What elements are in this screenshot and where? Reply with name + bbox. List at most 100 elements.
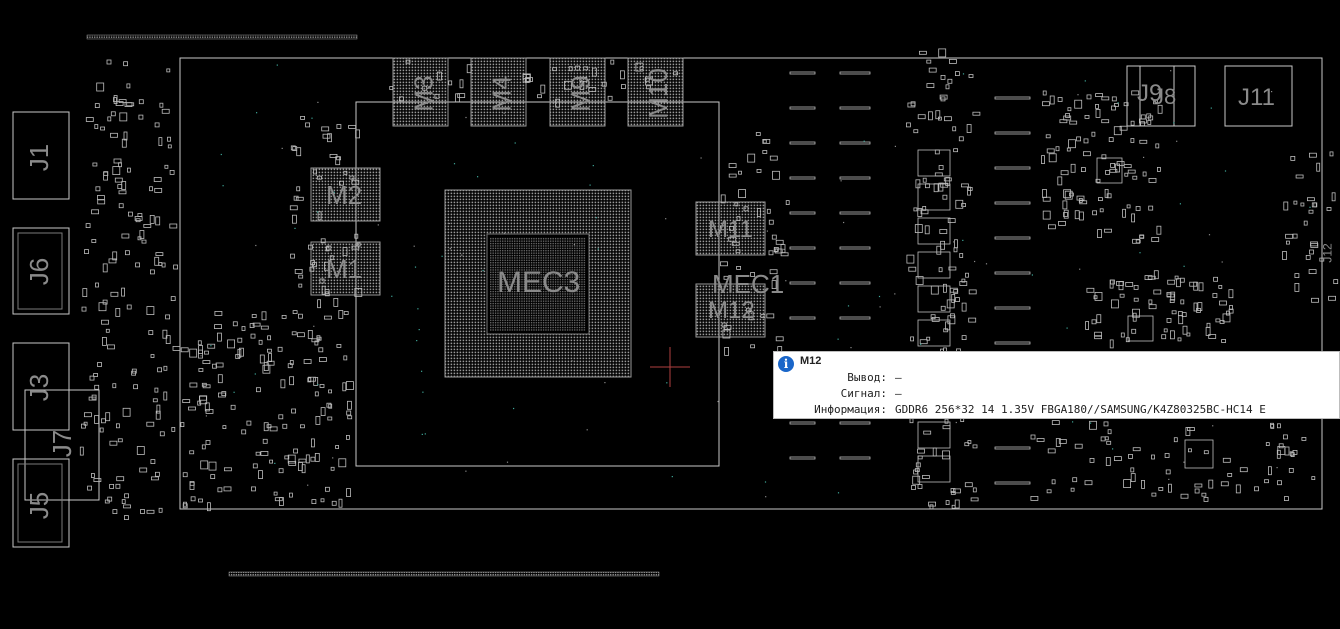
connector-j3[interactable] — [12, 342, 70, 431]
smd-part — [769, 155, 778, 161]
smd-part — [943, 328, 949, 333]
smd-part — [1180, 299, 1185, 305]
smd-part — [110, 111, 116, 117]
memory-chip-m2[interactable] — [310, 167, 381, 222]
smd-part — [155, 252, 164, 257]
via — [417, 308, 419, 310]
connector-j8[interactable] — [1139, 65, 1196, 127]
smd-part — [1126, 204, 1131, 209]
smd-part — [1076, 195, 1085, 201]
smd-part — [246, 420, 252, 426]
smd-part — [942, 450, 950, 460]
smd-part — [1091, 319, 1097, 325]
smd-part — [1292, 233, 1298, 239]
memory-chip-m9[interactable] — [549, 57, 606, 127]
smd-part — [1215, 318, 1221, 323]
smd-part — [307, 329, 313, 339]
smd-part — [1288, 467, 1294, 473]
smd-part — [1198, 282, 1204, 292]
smd-part — [167, 144, 172, 149]
smd-part — [1309, 152, 1317, 158]
smd-part — [564, 80, 572, 90]
smd-part — [769, 269, 778, 275]
smd-part — [1277, 423, 1281, 429]
smd-part — [1058, 220, 1066, 226]
smd-part — [1153, 270, 1159, 280]
smd-part — [1147, 120, 1152, 125]
smd-part — [116, 476, 125, 482]
via — [281, 147, 283, 149]
connector-j1[interactable] — [12, 111, 70, 200]
smd-part — [1194, 488, 1200, 494]
smd-part — [457, 93, 466, 98]
smd-part — [1104, 436, 1109, 441]
smd-part — [322, 133, 331, 139]
smd-part — [89, 375, 95, 381]
smd-part — [1135, 239, 1141, 244]
smd-part — [207, 343, 216, 349]
smd-part — [150, 459, 156, 465]
smd-part — [183, 501, 187, 507]
via — [1066, 327, 1068, 329]
smd-part — [926, 336, 931, 341]
smd-part — [131, 370, 137, 376]
smd-part — [298, 283, 303, 288]
smd-part — [155, 410, 161, 420]
smd-part — [159, 431, 165, 437]
memory-chip-m4[interactable] — [470, 57, 527, 127]
smd-part — [1208, 479, 1214, 489]
via — [1276, 467, 1278, 469]
memory-chip-m1[interactable] — [310, 241, 381, 296]
memory-chip-m12[interactable] — [695, 283, 766, 338]
smd-part — [189, 348, 198, 358]
smd-part — [227, 339, 236, 349]
smd-part — [1264, 479, 1269, 484]
via — [597, 248, 599, 250]
connector-j6[interactable] — [12, 227, 70, 315]
smd-part — [312, 262, 317, 268]
smd-part — [202, 360, 211, 365]
smd-part — [954, 499, 960, 509]
smd-part — [1235, 484, 1241, 494]
via — [700, 157, 702, 159]
smd-part — [1164, 453, 1170, 458]
smd-part — [123, 61, 128, 67]
memory-chip-m3[interactable] — [392, 57, 449, 127]
smd-part — [1092, 210, 1097, 216]
smd-part — [1065, 113, 1070, 118]
board-outline — [179, 57, 1323, 510]
smd-part — [731, 241, 740, 246]
smd-part — [1166, 292, 1172, 297]
smd-part — [537, 94, 542, 99]
smd-part — [965, 272, 969, 278]
smd-part — [961, 183, 969, 188]
memory-chip-m11[interactable] — [695, 201, 766, 256]
connector-j11[interactable] — [1224, 65, 1293, 127]
tooltip-label: Сигнал: — [840, 387, 887, 400]
smd-part — [728, 236, 737, 242]
smd-part — [1228, 289, 1234, 299]
smd-part — [950, 313, 955, 319]
smd-part — [1305, 254, 1311, 260]
smd-part — [323, 261, 329, 271]
smd-part — [720, 225, 725, 231]
smd-part — [1066, 147, 1071, 152]
smd-part — [250, 333, 256, 339]
smd-part — [314, 452, 320, 462]
smd-part — [448, 80, 453, 86]
memory-chip-m10[interactable] — [627, 57, 684, 127]
via — [636, 111, 638, 113]
smd-part — [110, 132, 118, 138]
smd-part — [1110, 162, 1115, 168]
info-icon: i — [778, 356, 794, 372]
connector-j5[interactable] — [12, 458, 70, 548]
smd-part — [1046, 148, 1055, 154]
smd-part — [748, 311, 754, 321]
smd-part — [266, 348, 272, 353]
smd-part — [972, 487, 977, 493]
via — [332, 457, 334, 459]
smd-part — [329, 153, 338, 158]
smd-part — [331, 500, 337, 506]
